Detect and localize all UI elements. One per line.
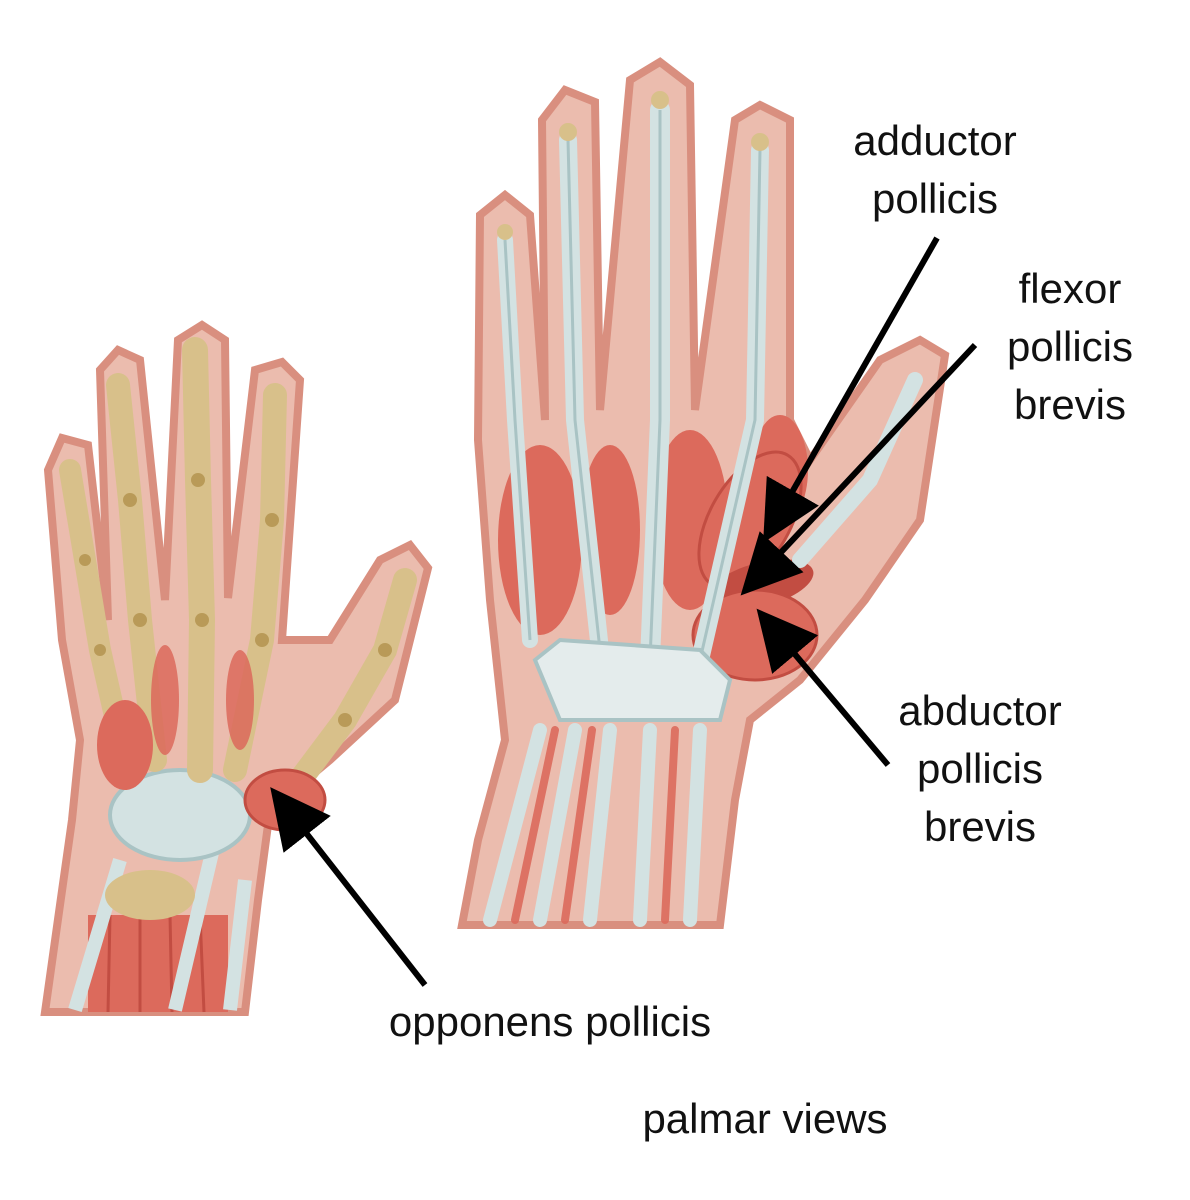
arrow-adductor-pollicis <box>763 236 940 543</box>
left-finger-middle <box>182 337 216 783</box>
right-hand-illustration <box>457 57 950 929</box>
label-adductor-pollicis: adductor pollicis <box>853 117 1017 222</box>
left-hand-illustration <box>40 320 433 1016</box>
arrow-opponens-pollicis <box>270 787 428 987</box>
right-tendon-thumb <box>792 372 923 568</box>
caption-palmar-views: palmar views <box>642 1095 888 1142</box>
arrows <box>270 236 978 987</box>
label-flexor-pollicis-brevis: flexor pollicis brevis <box>1006 265 1134 428</box>
left-finger-ring <box>106 373 167 772</box>
left-opponens-pollicis <box>243 768 327 832</box>
left-thumb <box>288 568 417 792</box>
arrow-flexor-pollicis-brevis <box>740 342 978 596</box>
label-abductor-pollicis-brevis: abductor pollicis brevis <box>898 687 1062 850</box>
left-hypothenar-muscle <box>97 700 153 790</box>
arrow-abductor-pollicis-brevis <box>756 608 891 767</box>
label-opponens-pollicis: opponens pollicis <box>388 998 712 1045</box>
right-flexor-retinaculum <box>532 637 733 722</box>
